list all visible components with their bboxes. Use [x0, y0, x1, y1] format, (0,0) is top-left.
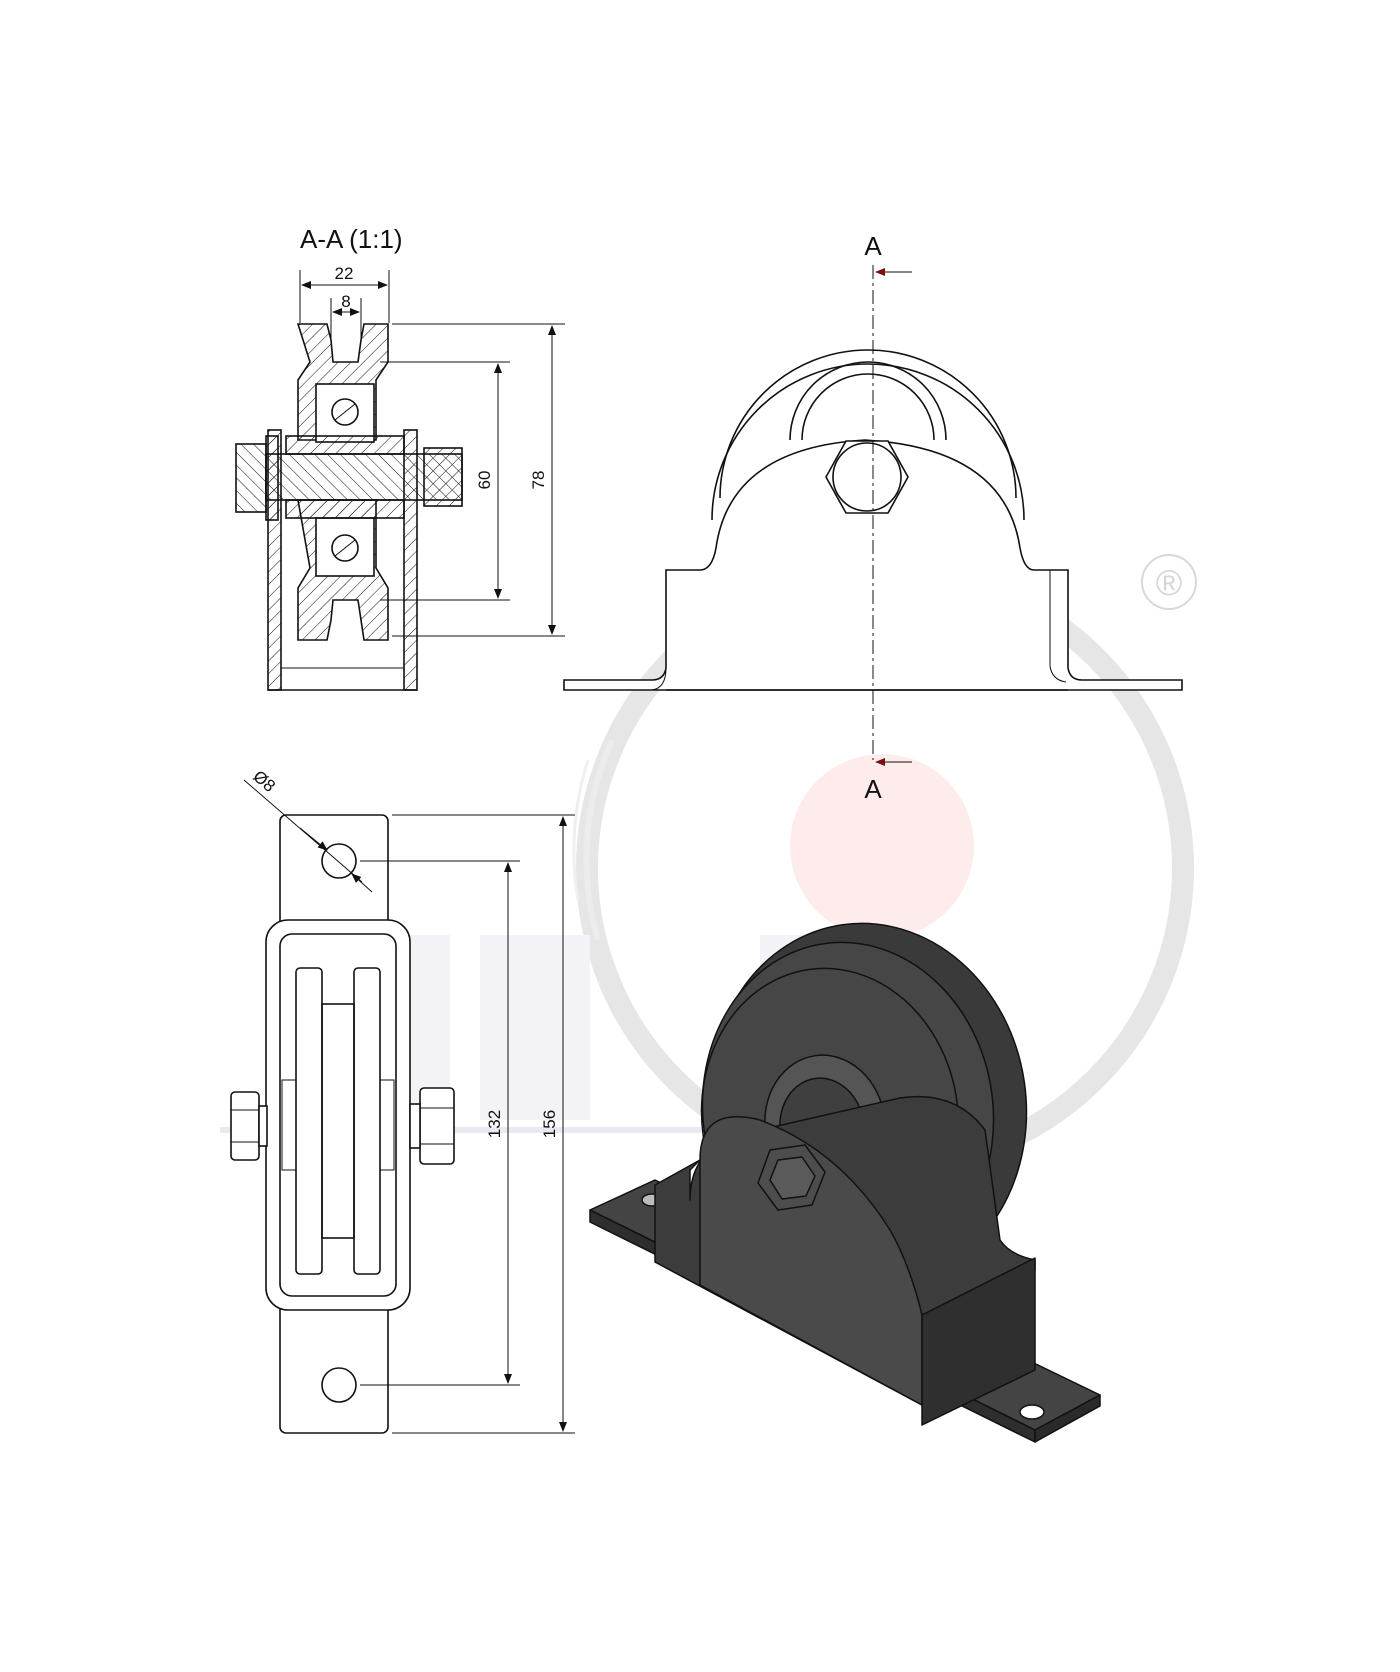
ball-upper — [331, 398, 359, 426]
spacer-top — [285, 435, 405, 455]
wheel-outline — [711, 363, 1025, 521]
svg-text:8: 8 — [341, 292, 350, 311]
dim-plate-length: 156 — [392, 814, 575, 1434]
hole-bottom — [321, 1367, 357, 1403]
bearing-lower — [315, 517, 375, 577]
registered-circle — [1141, 554, 1197, 610]
hole-top — [321, 843, 357, 879]
svg-text:132: 132 — [485, 1110, 504, 1138]
section-mark-top: A — [864, 231, 882, 261]
spacer-bottom — [285, 499, 405, 519]
front-view: A A — [563, 231, 1183, 804]
svg-text:156: 156 — [540, 1110, 559, 1138]
base-hole-right — [1019, 1404, 1045, 1420]
bolt-hex — [825, 440, 909, 514]
dim-hole-spacing: 132 — [360, 860, 520, 1386]
svg-text:60: 60 — [475, 471, 494, 490]
side-view: Ø8 132 156 — [230, 767, 575, 1434]
bolt-head-side — [230, 1091, 260, 1161]
bracket-left — [267, 429, 282, 691]
dim-width-8: 8 — [330, 292, 362, 340]
nut — [423, 447, 463, 507]
nut-side — [419, 1087, 455, 1165]
bolt-head — [235, 443, 267, 513]
dim-height-60: 60 — [380, 361, 510, 601]
dim-height-78: 78 — [392, 323, 565, 637]
svg-text:22: 22 — [335, 264, 354, 283]
section-title: A-A (1:1) — [300, 224, 403, 254]
section-mark-bottom: A — [864, 774, 882, 804]
watermark-arc — [583, 738, 615, 941]
wheel-disc-right — [353, 967, 381, 1275]
section-view: A-A (1:1) 22 8 — [235, 224, 565, 691]
wheel-groove — [321, 1003, 355, 1239]
bracket-body — [265, 919, 411, 1311]
registered-mark: ® — [1156, 562, 1183, 603]
bearing-upper — [315, 383, 375, 443]
bracket-right — [403, 429, 418, 691]
isometric-view — [589, 922, 1101, 1443]
watermark-dot — [790, 754, 974, 938]
ball-lower — [331, 534, 359, 562]
wheel-disc-left — [295, 967, 323, 1275]
svg-text:78: 78 — [529, 471, 548, 490]
dim-width-22: 22 — [299, 264, 390, 323]
svg-text:Ø8: Ø8 — [249, 767, 279, 796]
